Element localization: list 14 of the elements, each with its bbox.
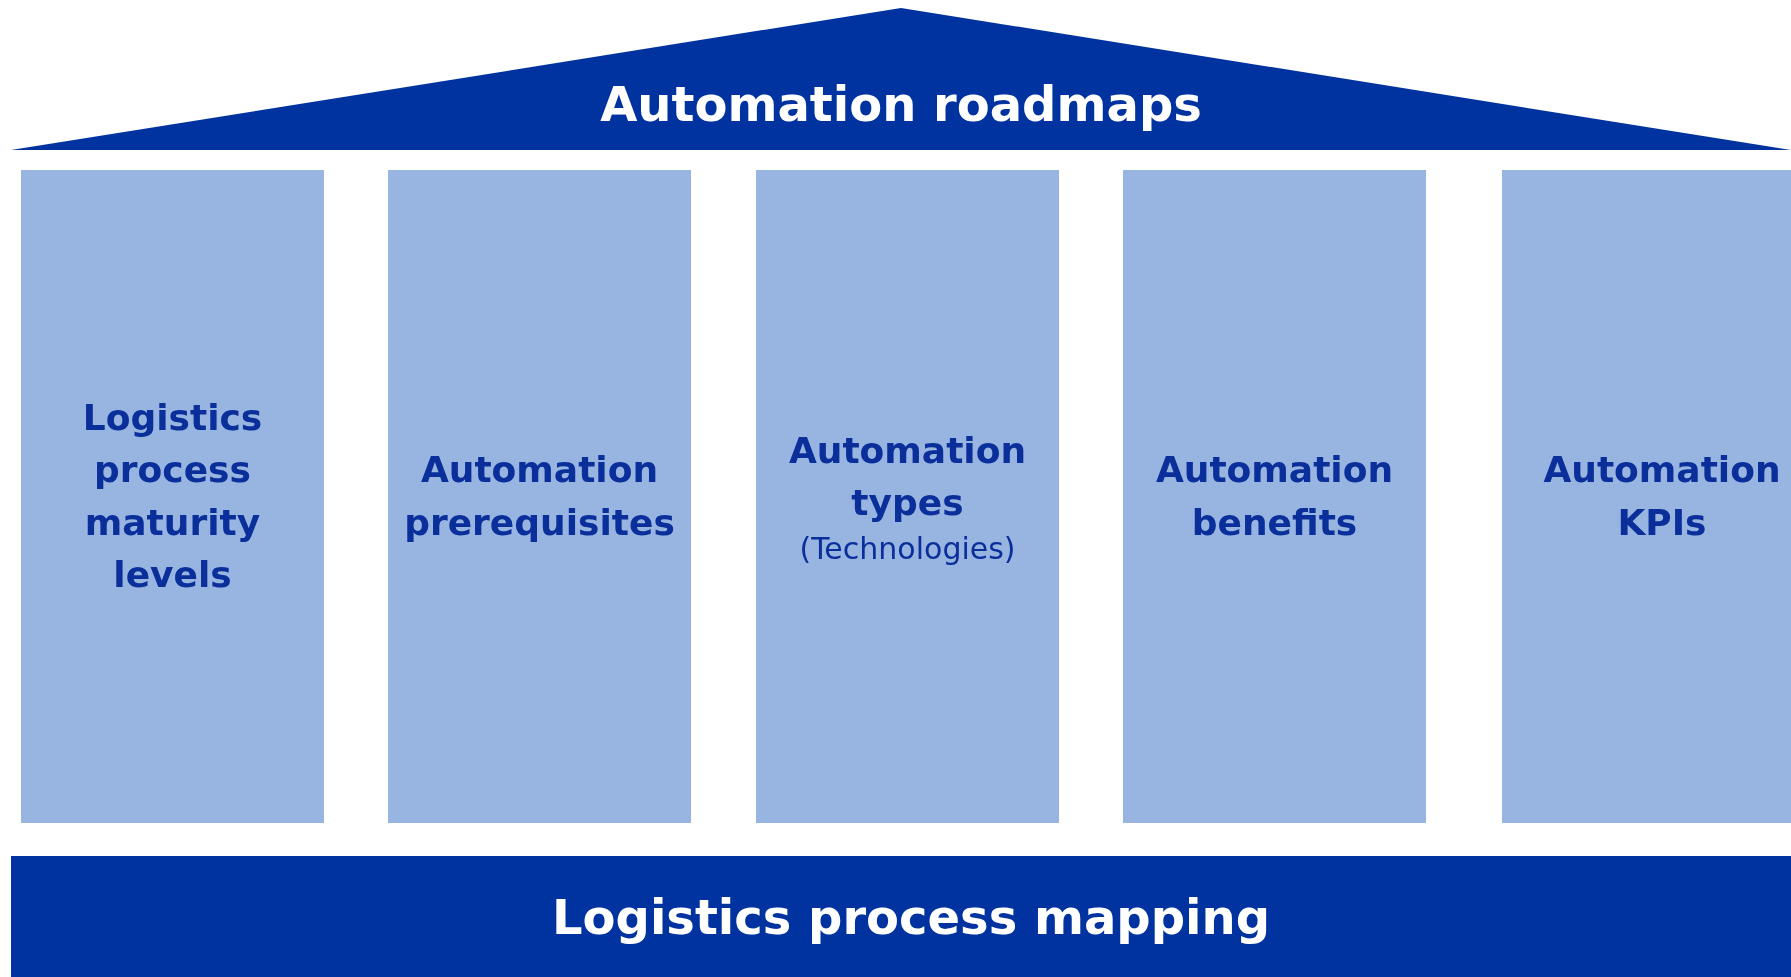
pillar-label: Automation prerequisites xyxy=(403,448,676,545)
pillar xyxy=(1502,170,1791,823)
pillar xyxy=(388,170,691,823)
pillar-label: Automation types xyxy=(787,428,1028,525)
foundation-label: Logistics process mapping xyxy=(551,888,1271,945)
foundation-bar xyxy=(11,856,1791,977)
pillar-label: Automation KPIs xyxy=(1542,448,1782,545)
pillar xyxy=(21,170,324,823)
roof-title: Automation roadmaps xyxy=(600,76,1202,132)
pillar-subtitle: (Technologies) xyxy=(799,530,1016,569)
pillar-label: Automation benefits xyxy=(1154,448,1395,545)
pillar-label: Logistics process maturity levels xyxy=(81,396,264,597)
pillar xyxy=(756,170,1059,823)
pillar xyxy=(1123,170,1426,823)
